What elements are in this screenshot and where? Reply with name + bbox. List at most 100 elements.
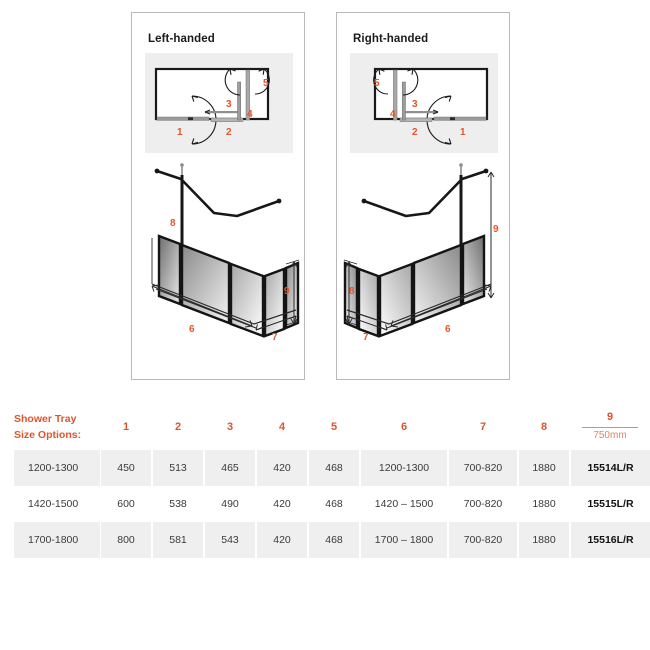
iso-callout-7-right: 7 — [363, 332, 369, 343]
cell-5: 468 — [309, 450, 359, 486]
plan-callout-1-right: 1 — [460, 127, 466, 138]
tray-base-left — [151, 283, 297, 329]
panel-segment-2-left — [210, 117, 244, 122]
cell-product-code: 15515L/R — [587, 498, 634, 510]
cell-5: 468 — [325, 498, 343, 510]
plan-callout-5-left: 5 — [263, 78, 269, 89]
cell-4: 420 — [273, 498, 291, 510]
curtain-rail-left — [156, 169, 280, 218]
panel-segment-5-right — [393, 69, 398, 121]
plan-view-right: 1 2 3 4 5 — [350, 53, 498, 153]
specification-table: Shower Tray Size Options: 1 2 3 4 5 6 7 … — [0, 404, 650, 558]
column-header-5: 5 — [330, 421, 338, 433]
panel-right-handed: Right-handed — [336, 12, 510, 380]
cell-1: 800 — [101, 522, 151, 558]
plan-callout-1-left: 1 — [177, 127, 183, 138]
row-label-line2: Size Options: — [14, 429, 82, 441]
fraction-denominator: 750mm — [593, 430, 627, 442]
iso-callout-7-left: 7 — [272, 332, 278, 343]
panel-segment-4-left — [237, 81, 241, 121]
column-header-8: 8 — [540, 421, 548, 433]
fraction-numerator: 9 — [606, 411, 614, 424]
isometric-view-left: 8 6 7 9 — [136, 158, 302, 376]
cell-3: 490 — [221, 498, 239, 510]
cell-4: 420 — [257, 522, 307, 558]
table-row: 1420-1500 600 538 490 420 468 1420 – 150… — [0, 486, 650, 522]
cell-7: 700-820 — [449, 522, 517, 558]
table-row: 1700-1800 800 581 543 420 468 1700 – 180… — [0, 522, 650, 558]
cell-6: 1700 – 1800 — [361, 522, 447, 558]
plan-callout-4-left: 4 — [247, 109, 253, 120]
cell-8: 1880 — [519, 522, 569, 558]
cell-1: 600 — [117, 498, 135, 510]
dimension-8-right — [343, 259, 358, 326]
row-label-line1: Shower Tray — [14, 412, 77, 425]
column-header-3: 3 — [226, 421, 234, 433]
panel-segment-3-right — [404, 109, 439, 115]
dimension-7-left — [255, 315, 297, 331]
panel-title-left: Left-handed — [148, 33, 215, 45]
table-header-row: Shower Tray Size Options: 1 2 3 4 5 6 7 … — [0, 404, 650, 450]
isometric-view-right: 9 8 6 7 — [341, 158, 507, 376]
plan-callout-5-right: 5 — [374, 78, 380, 89]
cell-2: 513 — [153, 450, 203, 486]
cell-1: 450 — [101, 450, 151, 486]
column-header-1: 1 — [122, 421, 130, 433]
column-header-2: 2 — [174, 421, 182, 433]
plan-callout-4-right: 4 — [390, 109, 396, 120]
cell-2: 581 — [153, 522, 203, 558]
cell-6: 1200-1300 — [361, 450, 447, 486]
rail-end-caps-left — [154, 168, 282, 204]
dimension-9-right — [487, 171, 495, 299]
swing-arc-5b-right — [373, 68, 389, 95]
plan-callout-3-right: 3 — [412, 99, 418, 110]
cell-product-code: 15516L/R — [571, 522, 650, 558]
table-row-label-header: Shower Tray Size Options: — [0, 404, 100, 450]
column-header-9-fraction: 9 750mm — [570, 404, 650, 450]
cell-3: 543 — [205, 522, 255, 558]
cell-8: 1880 — [519, 450, 569, 486]
cell-size: 1420-1500 — [28, 498, 79, 510]
panel-segment-1-right — [433, 116, 487, 121]
dimension-7-right — [346, 315, 388, 331]
iso-callout-9-right: 9 — [493, 224, 499, 235]
panel-segment-4-right — [402, 81, 406, 121]
plan-view-left: 1 2 3 4 5 — [145, 53, 293, 153]
fraction-bar — [582, 426, 638, 429]
panel-segment-2-right — [399, 117, 433, 122]
cell-7: 700-820 — [449, 450, 517, 486]
cell-4: 420 — [257, 450, 307, 486]
column-header-6: 6 — [400, 421, 408, 433]
table-row: 1200-1300 450 513 465 420 468 1200-1300 … — [0, 450, 650, 486]
cell-6: 1420 – 1500 — [374, 498, 434, 510]
cell-5: 468 — [309, 522, 359, 558]
iso-callout-8-right: 8 — [349, 286, 355, 297]
rail-end-caps-right — [361, 168, 489, 204]
cell-2: 538 — [169, 498, 187, 510]
plan-callout-2-left: 2 — [226, 127, 232, 138]
iso-callout-9-left: 9 — [284, 286, 290, 297]
cell-7: 700-820 — [463, 498, 503, 510]
plan-callout-3-left: 3 — [226, 99, 232, 110]
iso-callout-6-right: 6 — [445, 324, 451, 335]
cell-size: 1700-1800 — [14, 522, 100, 558]
iso-callout-6-left: 6 — [189, 324, 195, 335]
cell-8: 1880 — [532, 498, 556, 510]
diagram-area: Left-handed — [131, 12, 510, 380]
iso-callout-8-left: 8 — [170, 218, 176, 229]
cell-3: 465 — [205, 450, 255, 486]
panel-segment-5-left — [245, 69, 250, 121]
swing-arc-5b-left — [254, 68, 270, 95]
column-header-7: 7 — [479, 421, 487, 433]
column-header-4: 4 — [278, 421, 286, 433]
panel-left-handed: Left-handed — [131, 12, 305, 380]
tray-base-right — [346, 283, 492, 329]
swing-arc-5a-left — [224, 68, 241, 96]
plan-callout-2-right: 2 — [412, 127, 418, 138]
curtain-rail-right — [363, 169, 487, 218]
swing-arc-5a-right — [402, 68, 419, 96]
cell-size: 1200-1300 — [14, 450, 100, 486]
dimension-9-left — [285, 259, 300, 326]
panel-segment-3-left — [204, 109, 239, 115]
panel-title-right: Right-handed — [353, 33, 429, 45]
